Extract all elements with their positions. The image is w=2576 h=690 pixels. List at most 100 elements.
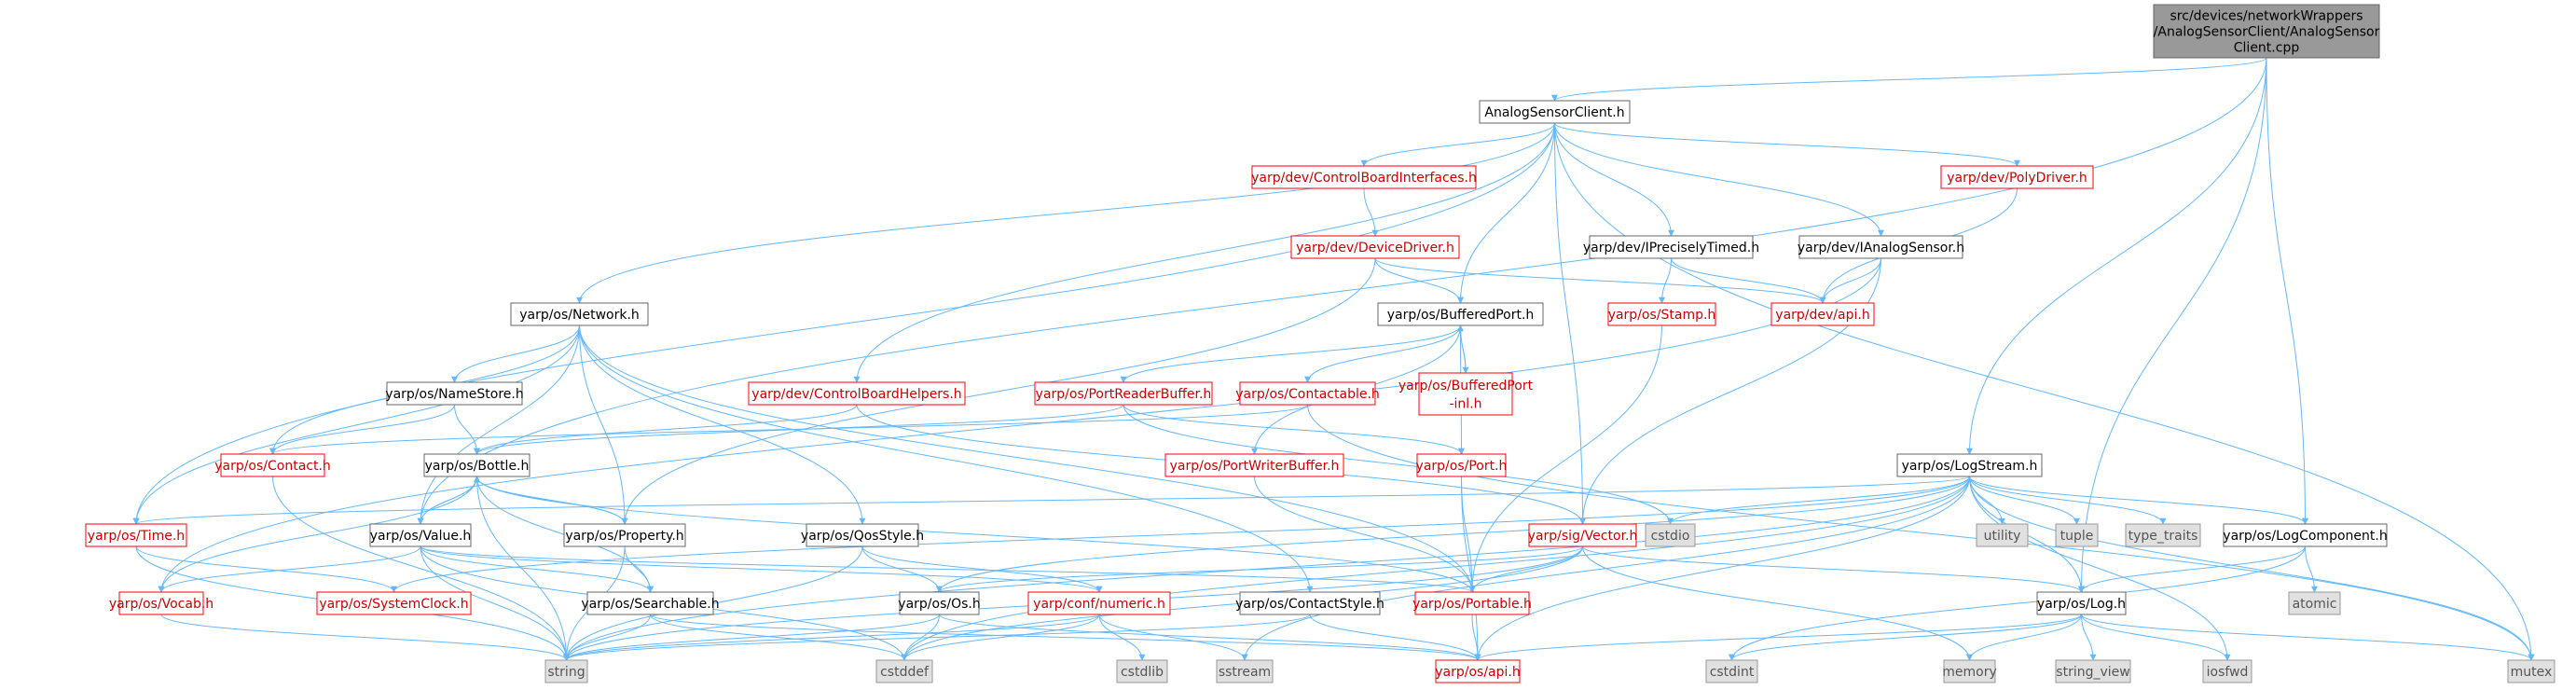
edge-log-to-osapi [1474, 614, 2082, 661]
node-osapi[interactable]: yarp/os/api.h [1435, 659, 1521, 683]
node-root[interactable]: src/devices/networkWrappers/AnalogSensor… [2153, 4, 2380, 59]
node-devapi[interactable]: yarp/dev/api.h [1770, 302, 1875, 326]
edge-searchable-to-string [563, 614, 651, 661]
node-sysclock[interactable]: yarp/os/SystemClock.h [316, 591, 472, 615]
node-os[interactable]: yarp/os/Os.h [898, 591, 981, 615]
node-vocab[interactable]: yarp/os/Vocab.h [109, 591, 214, 615]
node-box-ianalog [1798, 235, 1963, 259]
node-label-mutex: mutex [2511, 665, 2553, 680]
node-label-namestore: yarp/os/NameStore.h [385, 387, 523, 402]
node-bpinl[interactable]: yarp/os/BufferedPort -inl.h [1398, 372, 1534, 416]
node-box-cstdio [1645, 523, 1696, 547]
node-label-time: yarp/os/Time.h [88, 529, 185, 544]
node-label-cstdint: cstdint [1710, 665, 1755, 680]
node-box-root [2153, 4, 2380, 59]
node-cbi[interactable]: yarp/dev/ControlBoardInterfaces.h [1251, 165, 1477, 189]
edge-logstream-to-osapi [1474, 476, 1970, 661]
node-box-namestore [386, 381, 523, 406]
node-pwb[interactable]: yarp/os/PortWriterBuffer.h [1164, 453, 1344, 477]
edge-network-to-contactstyle [579, 324, 1314, 593]
node-box-contactstyle [1239, 591, 1381, 615]
node-stringview: string_view [2055, 659, 2131, 683]
edge-contactable-to-contact [269, 404, 1308, 455]
edge-port-to-osapi [1461, 476, 1481, 661]
node-memory: memory [1942, 659, 1997, 683]
node-numeric[interactable]: yarp/conf/numeric.h [1027, 591, 1171, 615]
node-sstream: sstream [1216, 659, 1274, 683]
edge-value-to-portable [420, 545, 1476, 593]
edge-contactable-to-mutex [1307, 404, 2535, 661]
node-log[interactable]: yarp/os/Log.h [2036, 591, 2127, 615]
edge-value-to-bottle [420, 476, 480, 525]
node-prb[interactable]: yarp/os/PortReaderBuffer.h [1034, 381, 1213, 406]
node-label-contact: yarp/os/Contact.h [214, 459, 331, 474]
node-box-vector [1528, 523, 1637, 547]
edge-value-to-searchable [420, 545, 654, 593]
edge-devdrv-to-bufport [1374, 257, 1464, 304]
node-network[interactable]: yarp/os/Network.h [510, 302, 649, 326]
node-box-devdrv [1290, 235, 1460, 259]
node-logstream[interactable]: yarp/os/LogStream.h [1896, 453, 2043, 477]
node-cbhelpers[interactable]: yarp/dev/ControlBoardHelpers.h [748, 381, 966, 406]
edge-os-to-cstddef [901, 614, 940, 661]
node-bottle[interactable]: yarp/os/Bottle.h [423, 453, 530, 477]
node-port[interactable]: yarp/os/Port.h [1416, 453, 1508, 477]
node-portable[interactable]: yarp/os/Portable.h [1412, 591, 1532, 615]
edge-network-to-property [579, 324, 628, 525]
node-time[interactable]: yarp/os/Time.h [85, 523, 187, 547]
node-searchable[interactable]: yarp/os/Searchable.h [581, 591, 720, 615]
node-qos[interactable]: yarp/os/QosStyle.h [801, 523, 924, 547]
node-poly[interactable]: yarp/dev/PolyDriver.h [1940, 165, 2094, 189]
node-label-bpinl: -inl.h [1449, 396, 1481, 411]
edge-root-to-logcomp [2266, 57, 2308, 525]
node-label-portable: yarp/os/Portable.h [1412, 597, 1532, 612]
node-label-root: Client.cpp [2234, 41, 2300, 56]
node-label-searchable: yarp/os/Searchable.h [581, 597, 719, 612]
node-stamp[interactable]: yarp/os/Stamp.h [1607, 302, 1716, 326]
edge-logstream-to-time [132, 476, 1970, 525]
node-asc[interactable]: AnalogSensorClient.h [1479, 100, 1631, 124]
node-label-devdrv: yarp/dev/DeviceDriver.h [1296, 241, 1454, 255]
node-box-cstddef [875, 659, 933, 683]
node-contactstyle[interactable]: yarp/os/ContactStyle.h [1235, 591, 1384, 615]
node-box-typetraits [2125, 523, 2201, 547]
edge-network-to-namestore [451, 324, 580, 383]
node-property[interactable]: yarp/os/Property.h [563, 523, 686, 547]
node-devdrv[interactable]: yarp/dev/DeviceDriver.h [1290, 235, 1460, 259]
header-nodes: src/devices/networkWrappers/AnalogSensor… [85, 4, 2555, 683]
edge-ianalog-to-devapi [1819, 257, 1881, 304]
node-box-iosfwd [2202, 659, 2252, 683]
edge-iprec-to-devapi [1671, 257, 1826, 304]
node-label-cbi: yarp/dev/ControlBoardInterfaces.h [1251, 171, 1477, 186]
edge-value-to-string [420, 545, 570, 661]
edge-property-to-searchable [624, 545, 654, 593]
node-value[interactable]: yarp/os/Value.h [369, 523, 472, 547]
node-ianalog[interactable]: yarp/dev/IAnalogSensor.h [1798, 235, 1964, 259]
node-box-cbi [1251, 165, 1477, 189]
node-box-pwb [1164, 453, 1344, 477]
node-vector[interactable]: yarp/sig/Vector.h [1528, 523, 1638, 547]
node-label-bufport: yarp/os/BufferedPort.h [1387, 308, 1535, 323]
node-box-cstdint [1705, 659, 1758, 683]
edge-log-to-stringview [2081, 614, 2097, 661]
node-contactable[interactable]: yarp/os/Contactable.h [1235, 381, 1380, 406]
node-label-bottle: yarp/os/Bottle.h [425, 459, 530, 474]
edge-vocab-to-string [160, 614, 570, 661]
node-iprec[interactable]: yarp/dev/IPreciselyTimed.h [1583, 235, 1759, 259]
node-label-bpinl: yarp/os/BufferedPort [1398, 379, 1534, 393]
node-logcomp[interactable]: yarp/os/LogComponent.h [2223, 523, 2388, 547]
node-namestore[interactable]: yarp/os/NameStore.h [385, 381, 524, 406]
node-label-stringview: string_view [2056, 665, 2129, 680]
node-box-time [85, 523, 187, 547]
node-contact[interactable]: yarp/os/Contact.h [214, 453, 331, 477]
edge-bottle-to-vocab [158, 476, 477, 593]
node-box-stringview [2055, 659, 2131, 683]
node-bufport[interactable]: yarp/os/BufferedPort.h [1377, 302, 1544, 326]
edge-ianalog-to-vector [1579, 257, 1881, 525]
edge-numeric-to-string [563, 614, 1100, 661]
node-label-root: src/devices/networkWrappers [2170, 9, 2363, 24]
edge-cbhelpers-to-bottle [474, 404, 858, 455]
edge-asc-to-network [576, 122, 1555, 304]
node-label-contactable: yarp/os/Contactable.h [1235, 387, 1380, 402]
node-label-poly: yarp/dev/PolyDriver.h [1947, 171, 2087, 186]
